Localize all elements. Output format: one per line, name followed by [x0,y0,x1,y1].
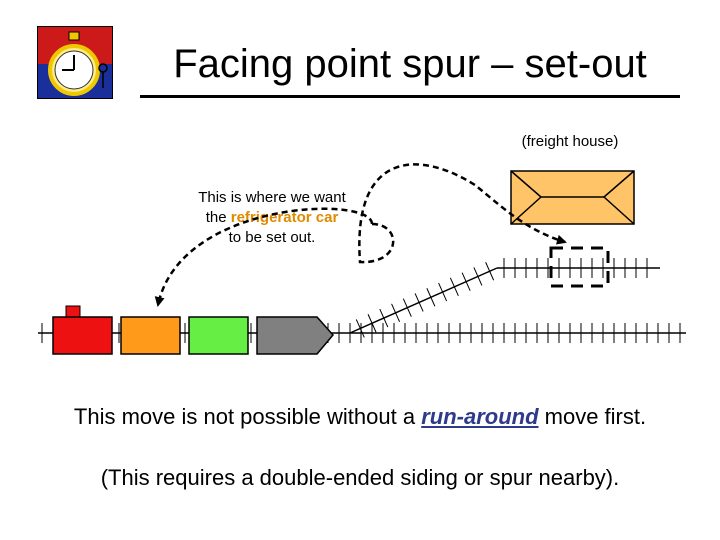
set-out-target-spot [549,246,610,288]
locomotive [52,316,113,355]
caption-suffix: move first. [538,404,647,429]
refrigerator-car [120,316,181,355]
spur-track [349,258,660,338]
note-to-spot-arrow [358,163,567,264]
freight-house [510,170,635,225]
note-line-2: the refrigerator car [172,208,372,228]
run-around-term: run-around [421,404,539,429]
spur-diverging-rail [349,267,498,334]
rail-tie [485,262,495,281]
rail-tie [367,314,377,333]
note-line-3: to be set out. [228,229,316,246]
locomotive-cab [65,305,81,319]
rail-tie [438,282,448,302]
rail-tie [414,293,424,312]
freight-house-label: (freight house) [521,133,619,150]
train [52,305,334,355]
set-out-note: This is where we want the refrigerator c… [172,188,372,248]
rail-tie [402,298,412,317]
note-to-refrigerator-arrow [154,207,374,307]
page-title: Facing point spur – set-out [173,42,647,86]
stopwatch-icon [37,26,113,99]
rail-tie [426,288,436,307]
rail-tie [355,319,365,338]
rail-tie [391,303,401,323]
caboose [256,316,334,355]
note-line-1: This is where we want [198,189,346,206]
title-underline [140,95,680,98]
siding-caption: (This requires a double-ended siding or … [100,465,620,490]
caption-prefix: This move is not possible without a [73,404,422,429]
rail-tie [379,308,389,328]
rail-tie [473,267,483,286]
spur-ties [355,258,648,338]
run-around-caption: This move is not possible without a run-… [0,404,720,430]
rail-tie [461,272,471,291]
green-car [188,316,249,355]
refrigerator-car-highlight: refrigerator car [230,209,339,226]
note-line-2-prefix: the [205,209,231,226]
rail-tie [449,277,459,297]
